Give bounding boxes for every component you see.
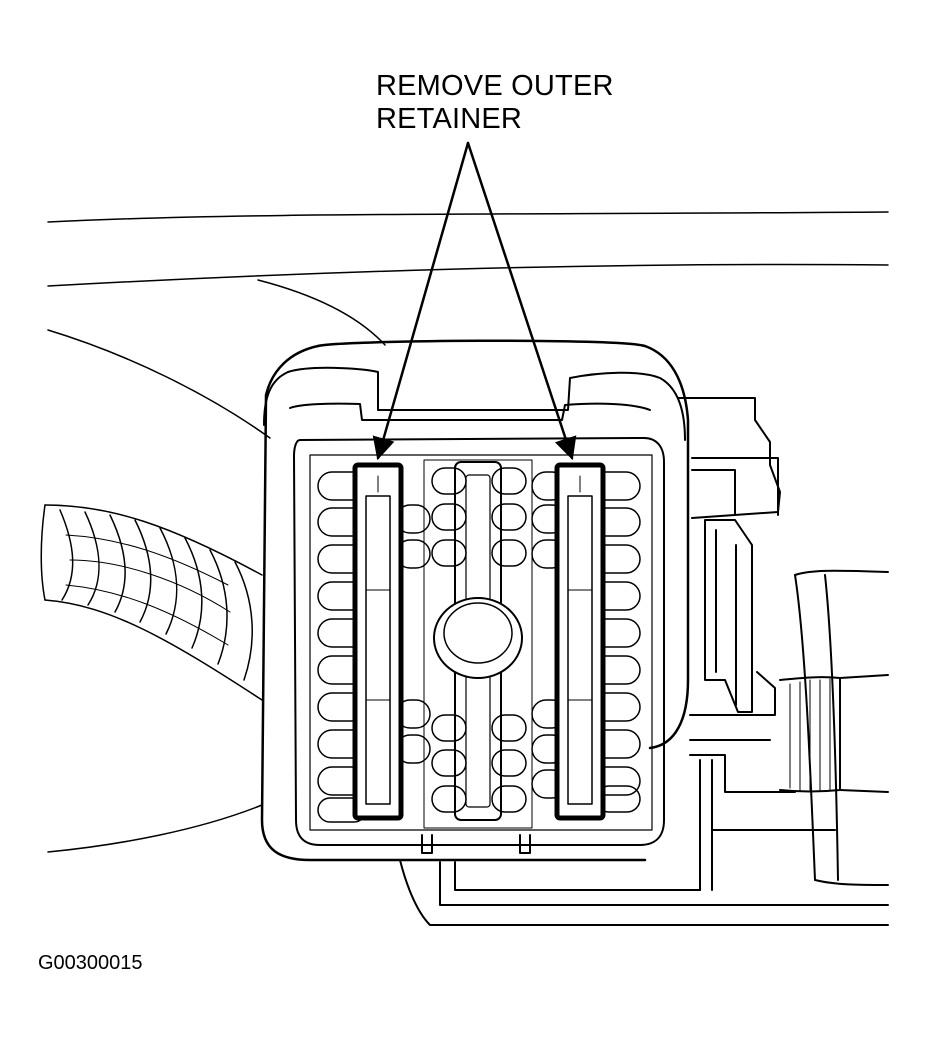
figure-id: G00300015 [38, 952, 143, 974]
background-body-lines [48, 212, 888, 852]
mounting-bracket-right [678, 398, 795, 792]
callout-line-2: RETAINER [376, 103, 523, 135]
arrow-to-right-retainer [468, 143, 577, 461]
callout-label: REMOVE OUTER RETAINER [376, 70, 614, 136]
outer-retainer-right [557, 465, 603, 818]
wire-harness-left [41, 505, 262, 700]
cable-right [780, 571, 888, 885]
outer-retainer-left [355, 465, 401, 818]
lower-bracket [400, 760, 888, 925]
callout-arrows [372, 143, 577, 461]
terminal-cavities-center [424, 460, 532, 828]
callout-line-1: REMOVE OUTER [376, 70, 614, 102]
connector-housing [262, 341, 688, 860]
arrow-to-left-retainer [372, 143, 468, 461]
